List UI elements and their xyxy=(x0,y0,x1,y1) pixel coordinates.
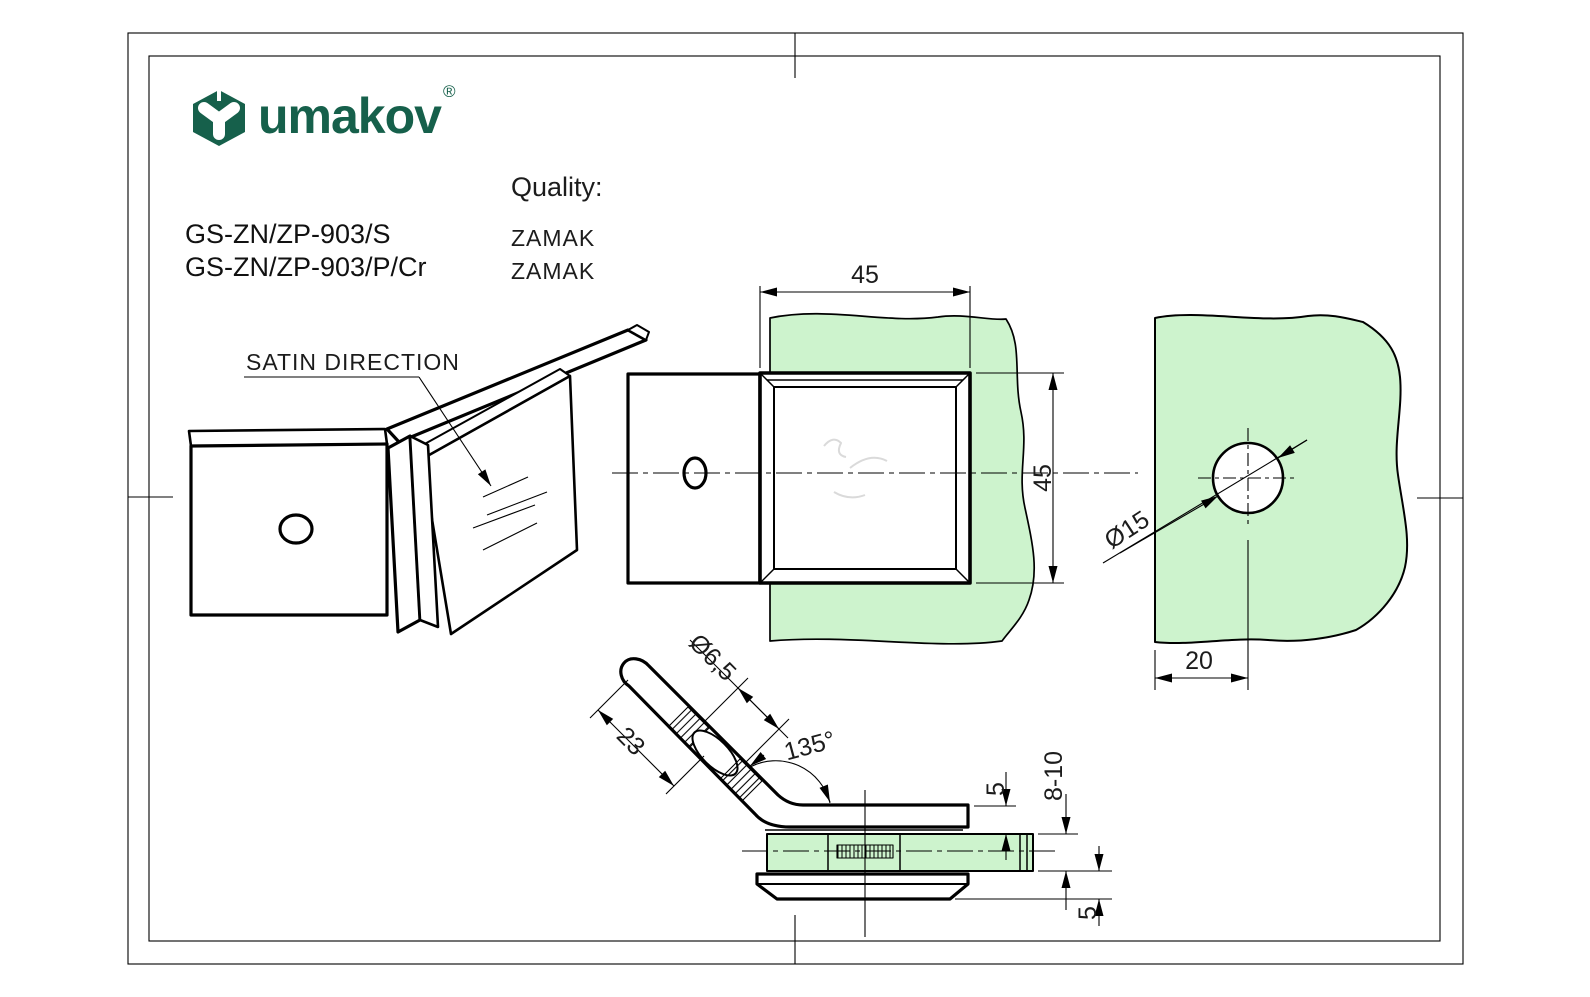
back-plate-end-cap xyxy=(627,324,650,341)
logo-text: umakov xyxy=(258,88,442,144)
sheet-frame xyxy=(127,32,1464,965)
dim-hole-offset-label: 20 xyxy=(1185,647,1213,675)
dim-bottom-thickness-label: 5 xyxy=(1074,906,1102,920)
dim-glass-thickness xyxy=(1038,794,1112,910)
wall-plate-side-view xyxy=(626,372,762,585)
front-view xyxy=(612,286,1138,645)
bevel-corner-lines xyxy=(759,372,971,584)
dim-angle xyxy=(749,751,831,804)
quality-label: Quality: xyxy=(511,172,603,202)
iso-view xyxy=(187,324,650,636)
clamp-bottom-half xyxy=(755,872,970,901)
product-code-1: GS-ZN/ZP-903/S xyxy=(185,219,391,249)
dim-hole-diameter xyxy=(1102,439,1308,564)
dim-top-thickness-label: 5 xyxy=(982,782,1010,796)
wall-plate-hole xyxy=(278,513,314,545)
dim-top-thickness xyxy=(974,772,1016,860)
dim-hole-diameter-label: Ø15 xyxy=(1100,505,1155,554)
satin-lines xyxy=(472,476,548,551)
dim-bottom-thickness xyxy=(955,846,1112,926)
ghost-marks xyxy=(823,438,888,499)
dim-angle-label: 135° xyxy=(781,726,838,766)
dim-width-label: 45 xyxy=(851,261,879,289)
front-clamp-face xyxy=(408,434,440,629)
product-quality-1: ZAMAK xyxy=(511,225,596,251)
clamp-front-face xyxy=(758,371,972,585)
dim-glass-thickness-label: 8-10 xyxy=(1040,751,1068,801)
satin-leader-arrow xyxy=(418,376,492,487)
umakov-hex-icon xyxy=(193,89,245,146)
product-code-2: GS-ZN/ZP-903/P/Cr xyxy=(185,252,427,282)
glass-hole-edges xyxy=(827,834,1028,871)
umakov-logo: umakov ® xyxy=(188,82,456,148)
dim-arm-length xyxy=(589,679,705,795)
side-view xyxy=(589,639,1112,937)
dim-height xyxy=(976,372,1064,584)
dim-hole-offset xyxy=(1154,540,1249,690)
clamp-bevel-inner xyxy=(773,386,957,570)
satin-direction-label: SATIN DIRECTION xyxy=(246,349,460,375)
dim-arm-hole-label: Ø6,5 xyxy=(683,629,741,687)
dim-width xyxy=(759,286,971,368)
arm-hatch-lower xyxy=(719,758,763,802)
dim-arm-length-label: 23 xyxy=(611,722,650,761)
panel-view xyxy=(1102,314,1409,690)
dim-height-label: 45 xyxy=(1029,464,1057,492)
product-quality-2: ZAMAK xyxy=(511,258,596,284)
registered-mark: ® xyxy=(442,82,456,101)
